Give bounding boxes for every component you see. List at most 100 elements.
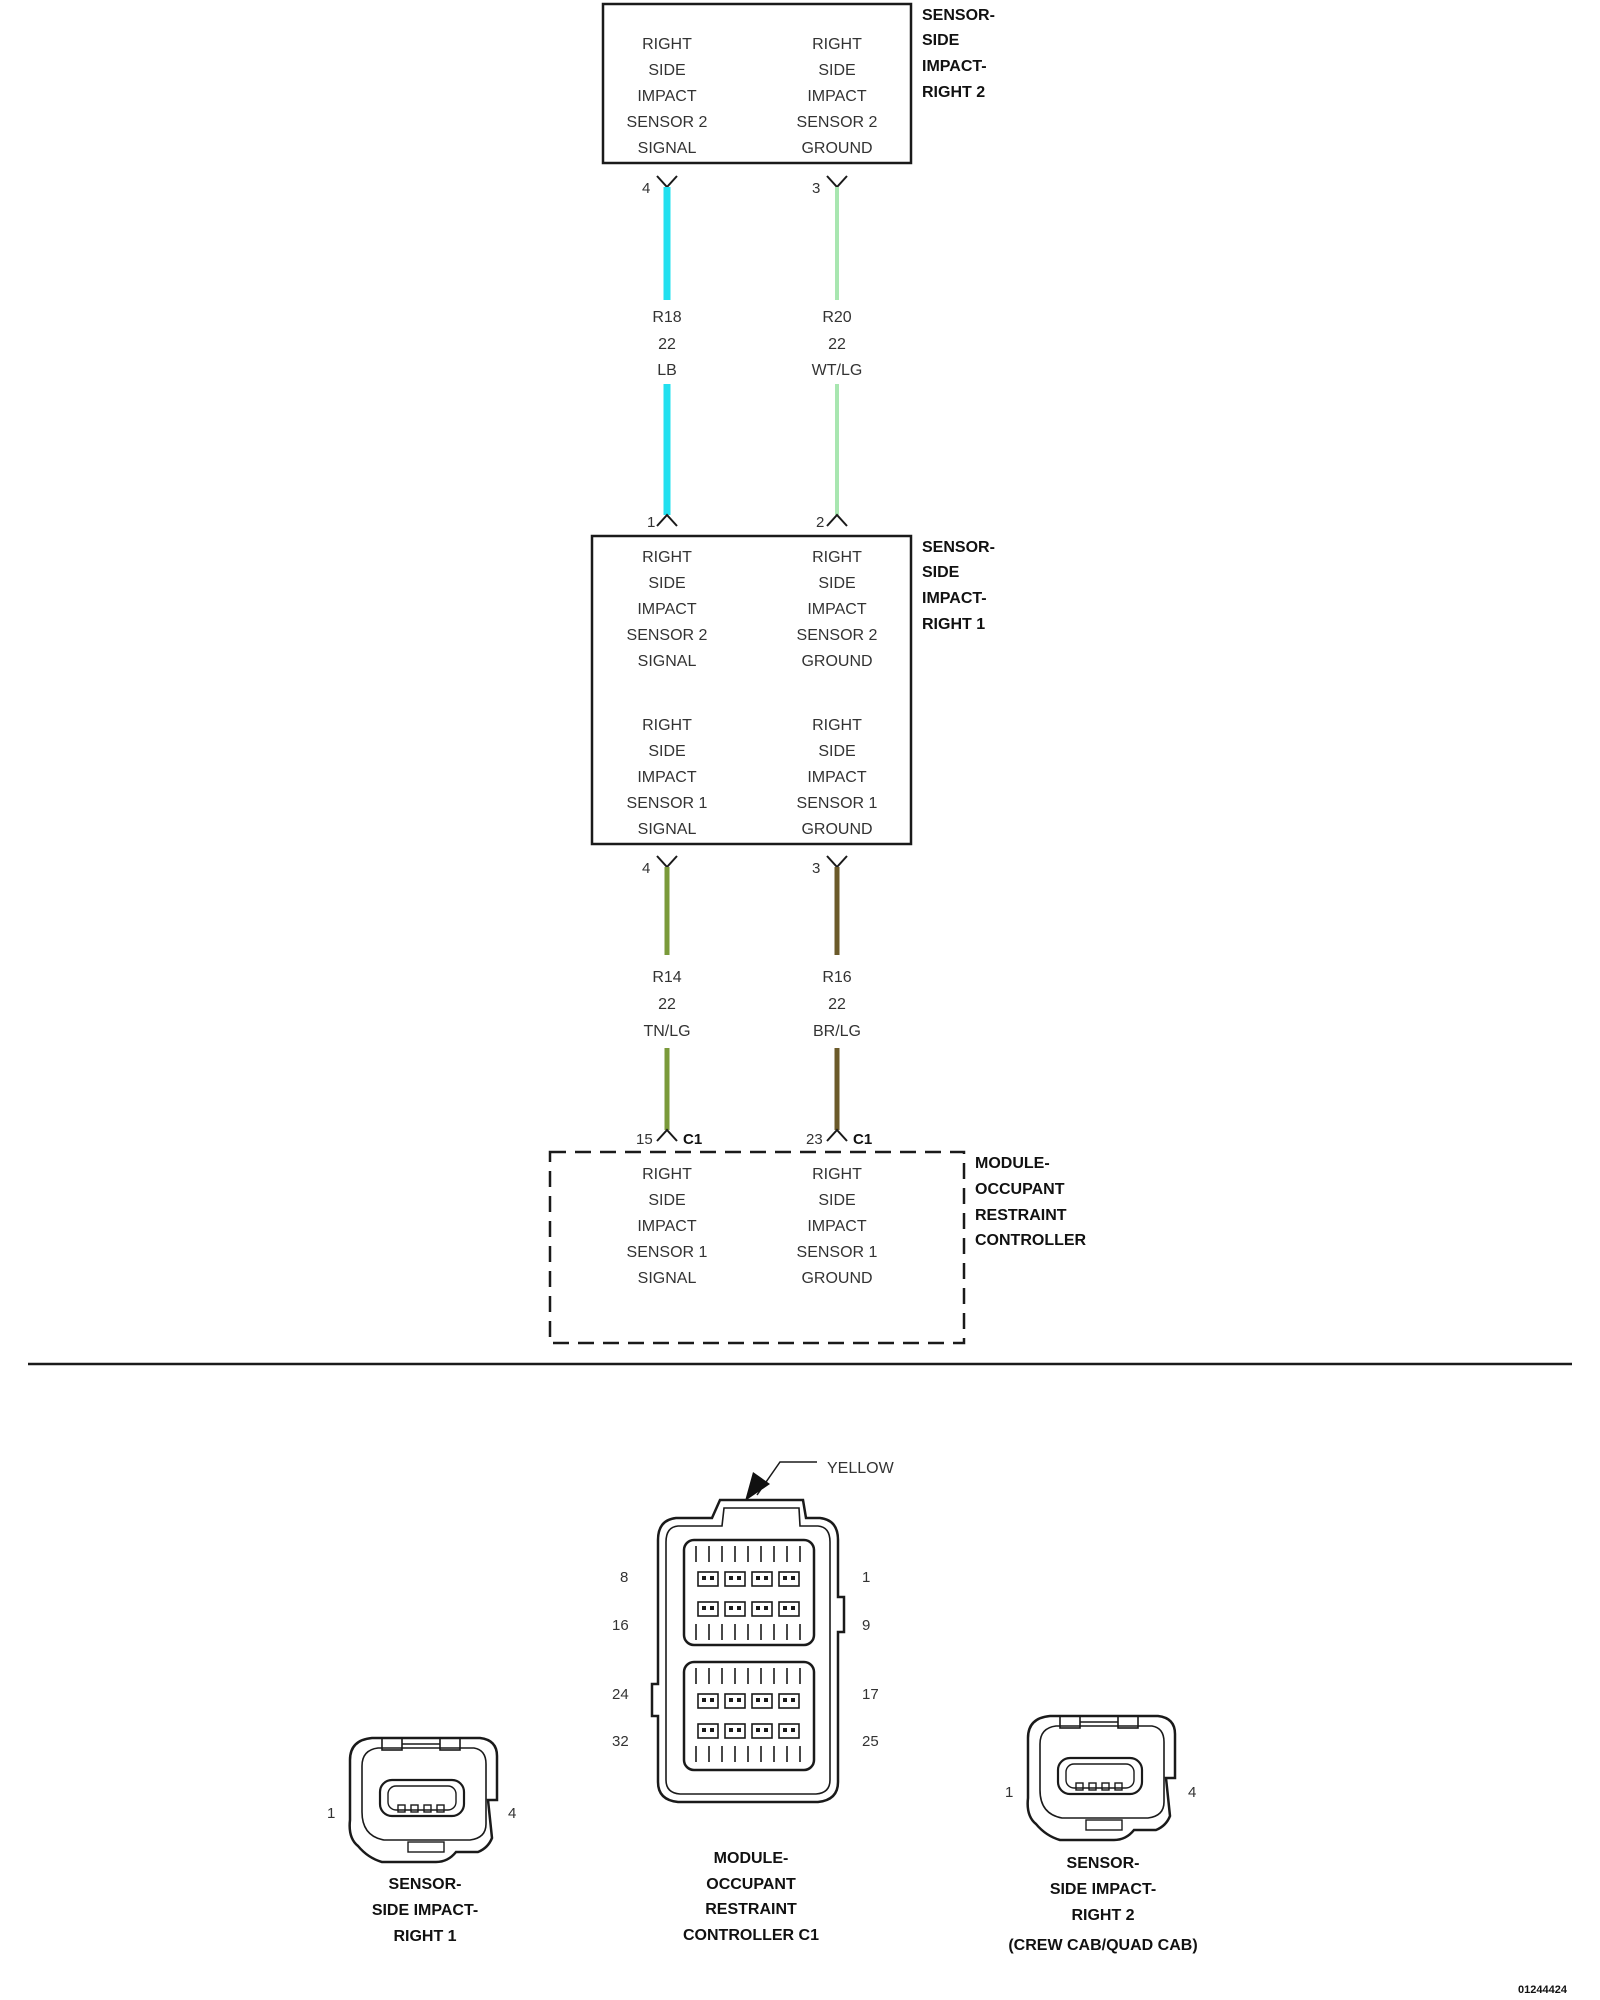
pin-cavity [697,1571,719,1587]
func-label: SENSOR 1 [797,1244,878,1261]
pin-cavity [751,1601,773,1617]
func-label: SIDE [818,1192,855,1209]
pin-cavity [1101,1782,1110,1791]
func-label: RIGHT [812,549,862,566]
connector-tag: C1 [683,1131,702,1148]
pin-number: 15 [636,1131,653,1148]
connector-terminal-icon [656,1128,678,1142]
sensor-right-1-connector-face-view[interactable]: 1 4 SENSOR- SIDE IMPACT- RIGHT 1 [327,1736,516,1945]
func-label: SIGNAL [638,653,697,670]
pin-number: 1 [862,1569,870,1586]
connector-terminal-icon [656,855,678,869]
connector-terminal-icon [826,855,848,869]
wire-gauge: 22 [828,336,846,353]
sensor-right-2-connector-face-view[interactable]: 1 4 SENSOR- SIDE IMPACT- RIGHT 2 (CREW C… [1005,1714,1198,1954]
pin-cavity [724,1571,746,1587]
module-orc-component: RIGHT SIDE IMPACT SENSOR 1 SIGNAL RIGHT … [548,1150,1087,1345]
cavity-block-lower [682,1660,816,1772]
pin-cavity [724,1723,746,1739]
pin-dot [783,1606,787,1610]
connector-terminal-icon [656,175,678,189]
connector-shell [1026,1714,1177,1842]
pin-cavity [778,1693,800,1709]
func-label: RIGHT [642,36,692,53]
pin-number: 1 [1005,1784,1013,1801]
func-label: SIGNAL [638,1270,697,1287]
pin-dot [756,1606,760,1610]
wire-r14[interactable]: R14 22 TN/LG [643,867,691,1130]
pin-cavity [778,1571,800,1587]
pin-cavity [1114,1782,1123,1791]
component-title: OCCUPANT [975,1181,1065,1198]
pin-number: 25 [862,1733,879,1750]
func-label: SIGNAL [638,140,697,157]
pin-number: 2 [816,514,824,531]
func-label: IMPACT [807,88,866,105]
wire-color: BR/LG [813,1023,861,1040]
func-label: SENSOR 2 [797,114,878,131]
pin-dot [710,1698,714,1702]
func-label: RIGHT [642,549,692,566]
key-rib [407,1841,445,1853]
pin-number: 16 [612,1617,629,1634]
pin-dot [791,1606,795,1610]
func-label: GROUND [801,140,872,157]
pin-cavity [423,1804,432,1813]
connector-caption: SENSOR- [1067,1855,1140,1872]
pin-cavity [751,1693,773,1709]
cavity-frame [1056,1756,1144,1796]
connector-shell-inner [665,1507,831,1795]
pin-dot [756,1728,760,1732]
pin-cavity [778,1723,800,1739]
pin-dot [710,1606,714,1610]
wire-circuit: R20 [822,309,851,326]
component-title: IMPACT- [922,590,987,607]
connector-caption: RIGHT 2 [1071,1907,1134,1924]
func-label: IMPACT [807,601,866,618]
wire-r16[interactable]: R16 22 BR/LG [813,867,861,1130]
func-label: SENSOR 1 [627,795,708,812]
wire-color: LB [657,362,677,379]
connector-shell-inner [361,1747,487,1841]
pin-number: 24 [612,1686,629,1703]
connector-tag: C1 [853,1131,872,1148]
pin-dot [791,1698,795,1702]
wire-r20[interactable]: R20 22 WT/LG [812,187,863,515]
arrow-icon [745,1472,770,1501]
pin-cavity [724,1693,746,1709]
pin-number: 3 [812,180,820,197]
pin-number: 4 [1188,1784,1196,1801]
pin-dot [702,1698,706,1702]
connector-caption: SIDE IMPACT- [372,1902,478,1919]
func-label: SENSOR 2 [797,627,878,644]
pin-dot [756,1698,760,1702]
pin-cavity [697,1601,719,1617]
func-label: SIDE [648,62,685,79]
c1-connector-face-view[interactable]: YELLOW 8 16 24 32 1 9 17 25 MODULE- OCCU… [612,1460,895,1944]
pin-dot [764,1576,768,1580]
pin-dot [737,1606,741,1610]
pin-number: 32 [612,1733,629,1750]
func-label: SIDE [648,1192,685,1209]
connector-shell-inner [1039,1725,1165,1819]
pin-cavity [1088,1782,1097,1791]
wire-r18[interactable]: R18 22 LB [652,187,682,515]
func-label: IMPACT [637,88,696,105]
wire-circuit: R18 [652,309,681,326]
wire-gauge: 22 [658,336,676,353]
wire-circuit: R16 [822,969,851,986]
figure-code: 01244424 [1518,1984,1568,1996]
connector-caption: SIDE IMPACT- [1050,1881,1156,1898]
pin-dot [702,1576,706,1580]
connector-caption: SENSOR- [389,1876,462,1893]
func-label: SENSOR 2 [627,114,708,131]
pin-dot [791,1728,795,1732]
sensor-right-1-component: RIGHT SIDE IMPACT SENSOR 2 SIGNAL RIGHT … [590,534,995,846]
sensor-right-2-component: RIGHT SIDE IMPACT SENSOR 2 SIGNAL RIGHT … [601,2,995,165]
connector-caption: (CREW CAB/QUAD CAB) [1008,1937,1197,1954]
component-title: MODULE- [975,1155,1050,1172]
cavity-grid [695,1546,801,1762]
wire-color: WT/LG [812,362,863,379]
cavity-frame-inner [1065,1763,1135,1789]
component-title: SENSOR- [922,539,995,556]
